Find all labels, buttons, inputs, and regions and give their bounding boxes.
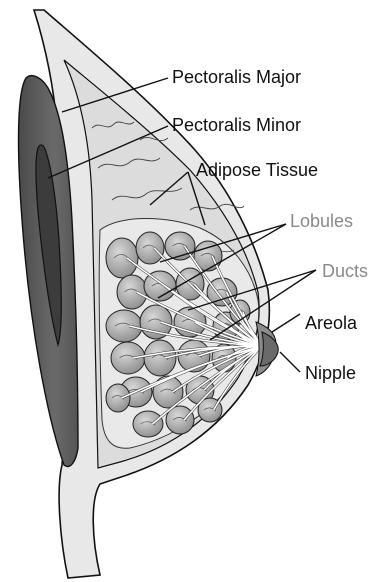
lobule-20	[133, 411, 163, 437]
label-pectoralis-major: Pectoralis Major	[172, 67, 301, 87]
lobule-5	[117, 275, 147, 309]
label-nipple: Nipple	[305, 363, 356, 383]
leader-nipple	[280, 352, 300, 372]
label-lobules: Lobules	[290, 211, 353, 231]
lobule-2	[136, 232, 164, 264]
leader-areola	[272, 314, 300, 332]
lobule-9	[106, 310, 142, 342]
label-adipose-tissue: Adipose Tissue	[196, 160, 318, 180]
label-ducts: Ducts	[322, 261, 368, 281]
lobule-1	[106, 238, 138, 278]
lobule-23	[106, 384, 130, 412]
label-areola: Areola	[305, 313, 357, 333]
lobule-14	[144, 340, 176, 376]
label-pectoralis-minor: Pectoralis Minor	[172, 115, 301, 135]
